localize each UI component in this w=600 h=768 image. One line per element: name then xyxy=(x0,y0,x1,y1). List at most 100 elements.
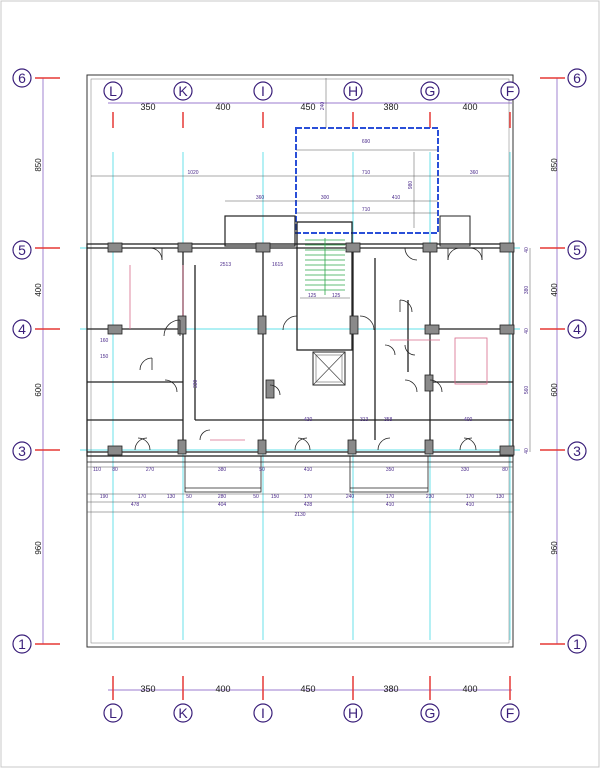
svg-text:I: I xyxy=(261,705,265,721)
dim-label: 240 xyxy=(320,102,326,111)
row-spacing-right: 960 xyxy=(550,541,559,555)
svg-text:3: 3 xyxy=(573,443,581,459)
axis-bubble: 3 xyxy=(12,441,32,461)
right-axis-bubbles: 6 5 4 3 1 850 400 600 960 40 380 40 560 … xyxy=(524,68,587,654)
dim-label: 690 xyxy=(362,139,371,145)
dim-label: 170 xyxy=(138,494,147,500)
row-dim-inner: 40 xyxy=(524,448,530,454)
dim-label: 980 xyxy=(408,181,414,190)
dim-label: 130 xyxy=(167,494,176,500)
svg-text:6: 6 xyxy=(573,70,581,86)
outer-slab-outline xyxy=(86,74,514,648)
stair-core xyxy=(296,221,353,386)
svg-text:K: K xyxy=(178,83,188,99)
room-dim: 358 xyxy=(384,417,393,423)
room-dim: 125 xyxy=(308,293,317,299)
row-dim-inner: 40 xyxy=(524,247,530,253)
svg-text:K: K xyxy=(178,705,188,721)
lower-dimension-chains: 110 80 270 380 50 410 350 330 80 190 170… xyxy=(87,466,513,518)
col-spacing-top: 380 xyxy=(383,102,398,112)
svg-text:5: 5 xyxy=(573,242,581,258)
axis-bubble: 5 xyxy=(567,240,587,260)
axis-bubble: 1 xyxy=(567,634,587,654)
dim-label: 410 xyxy=(304,467,313,473)
axis-bubble: 5 xyxy=(12,240,32,260)
dim-label: 280 xyxy=(218,494,227,500)
dim-label: 170 xyxy=(304,494,313,500)
axis-bubble: 6 xyxy=(567,68,587,88)
room-dim: 160 xyxy=(100,338,109,344)
axis-bubble: 3 xyxy=(567,441,587,461)
dim-label: 710 xyxy=(362,207,371,213)
axis-bubble: H xyxy=(343,703,363,723)
svg-text:H: H xyxy=(348,83,358,99)
dim-label: 2130 xyxy=(294,512,305,518)
col-spacing-bottom: 400 xyxy=(462,684,477,694)
row-dim-inner: 380 xyxy=(524,286,530,295)
axis-bubble: I xyxy=(253,81,273,101)
row-dim-inner: 560 xyxy=(524,386,530,395)
svg-text:G: G xyxy=(425,83,436,99)
room-dim: 2513 xyxy=(220,262,231,268)
svg-text:4: 4 xyxy=(18,321,26,337)
dim-label: 478 xyxy=(131,502,140,508)
dim-label: 1020 xyxy=(187,170,198,176)
col-spacing-top: 450 xyxy=(300,102,315,112)
dim-label: 410 xyxy=(466,502,475,508)
svg-text:L: L xyxy=(109,705,117,721)
dim-label: 710 xyxy=(362,170,371,176)
svg-text:3: 3 xyxy=(18,443,26,459)
row-spacing-right: 400 xyxy=(550,283,559,297)
row-spacing-right: 600 xyxy=(550,383,559,397)
pink-partitions xyxy=(129,265,488,441)
row-spacing-left: 600 xyxy=(34,383,43,397)
dim-label: 50 xyxy=(259,467,265,473)
axis-bubble: H xyxy=(343,81,363,101)
dim-label: 230 xyxy=(426,494,435,500)
row-spacing-left: 850 xyxy=(34,158,43,172)
dim-label: 350 xyxy=(386,467,395,473)
svg-text:H: H xyxy=(348,705,358,721)
row-dim-inner: 40 xyxy=(524,328,530,334)
svg-text:6: 6 xyxy=(18,70,26,86)
axis-bubble: F xyxy=(500,81,520,101)
axis-bubble: K xyxy=(173,81,193,101)
dim-label: 80 xyxy=(112,467,118,473)
dim-label: 50 xyxy=(253,494,259,500)
bottom-axis-bubbles: L K I H G F 350 400 450 380 400 xyxy=(103,676,520,723)
dim-label: 410 xyxy=(392,195,401,201)
svg-text:5: 5 xyxy=(18,242,26,258)
col-spacing-top: 400 xyxy=(215,102,230,112)
dim-label: 428 xyxy=(304,502,313,508)
axis-bubble: 4 xyxy=(12,319,32,339)
axis-bubble: F xyxy=(500,703,520,723)
row-spacing-left: 400 xyxy=(34,283,43,297)
col-spacing-top: 400 xyxy=(462,102,477,112)
dim-label: 190 xyxy=(100,494,109,500)
inner-slab-outline xyxy=(90,78,510,644)
room-dim: 150 xyxy=(100,354,109,360)
dim-label: 270 xyxy=(146,467,155,473)
dim-label: 380 xyxy=(218,467,227,473)
svg-text:F: F xyxy=(506,705,515,721)
structural-columns xyxy=(107,242,515,456)
col-spacing-top: 350 xyxy=(140,102,155,112)
top-axis-bubbles: L K I H G F 350 400 450 380 400 xyxy=(103,81,520,128)
row-spacing-right: 850 xyxy=(550,158,559,172)
col-spacing-bottom: 350 xyxy=(140,684,155,694)
svg-text:4: 4 xyxy=(573,321,581,337)
col-spacing-bottom: 380 xyxy=(383,684,398,694)
dim-label: 150 xyxy=(271,494,280,500)
svg-text:F: F xyxy=(506,83,515,99)
svg-text:L: L xyxy=(109,83,117,99)
room-dim: 1615 xyxy=(272,262,283,268)
dim-label: 170 xyxy=(466,494,475,500)
room-dim: 430 xyxy=(304,417,313,423)
svg-text:1: 1 xyxy=(18,636,26,652)
dim-label: 240 xyxy=(346,494,355,500)
col-spacing-bottom: 400 xyxy=(215,684,230,694)
dim-label: 330 xyxy=(461,467,470,473)
